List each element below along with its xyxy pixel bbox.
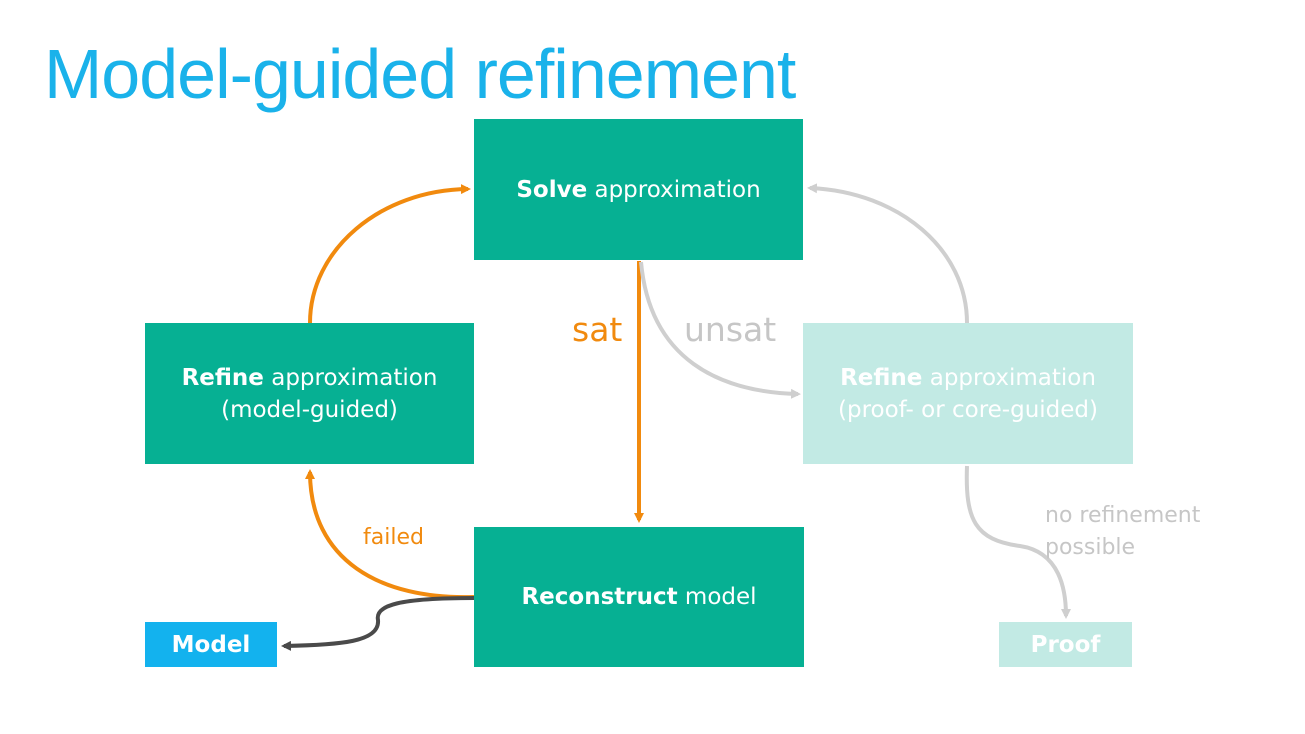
no-refinement-line1: no refinement: [1045, 503, 1201, 528]
arrow-no-refinement: [964, 465, 1071, 619]
arrow-refine-to-solve: [308, 184, 471, 324]
arrow-refine-proof-to-solve: [807, 183, 969, 324]
proof-output-box: Proof: [999, 622, 1132, 667]
refine-proof-line2: (proof- or core-guided): [838, 396, 1098, 423]
refine-model-guided-box: Refine approximation (model-guided): [145, 323, 474, 464]
solve-bold: Solve: [516, 176, 588, 203]
solve-rest: approximation: [587, 176, 761, 203]
refine-model-rest: approximation: [263, 364, 438, 391]
failed-label: failed: [363, 525, 424, 550]
refine-model-bold: Refine: [181, 364, 264, 391]
arrow-to-model: [281, 596, 475, 651]
reconstruct-model-box: Reconstruct model: [474, 527, 804, 667]
no-refinement-line2: possible: [1045, 535, 1136, 560]
reconstruct-rest: model: [677, 584, 757, 610]
model-output-box: Model: [145, 622, 277, 667]
model-label: Model: [171, 631, 251, 658]
no-refinement-label: no refinement possible: [1045, 500, 1245, 564]
refine-proof-bold: Refine: [840, 364, 923, 391]
sat-label: sat: [572, 310, 623, 349]
solve-approximation-box: Solve approximation: [474, 119, 803, 260]
reconstruct-bold: Reconstruct: [521, 584, 678, 610]
proof-label: Proof: [1030, 631, 1101, 658]
refine-model-line2: (model-guided): [221, 396, 398, 423]
unsat-label: unsat: [684, 310, 777, 349]
refine-proof-rest: approximation: [922, 364, 1096, 391]
arrow-unsat: [639, 261, 801, 399]
arrow-failed: [305, 469, 475, 600]
refine-proof-guided-box: Refine approximation (proof- or core-gui…: [803, 323, 1133, 464]
slide-title: Model-guided refinement: [44, 35, 796, 113]
